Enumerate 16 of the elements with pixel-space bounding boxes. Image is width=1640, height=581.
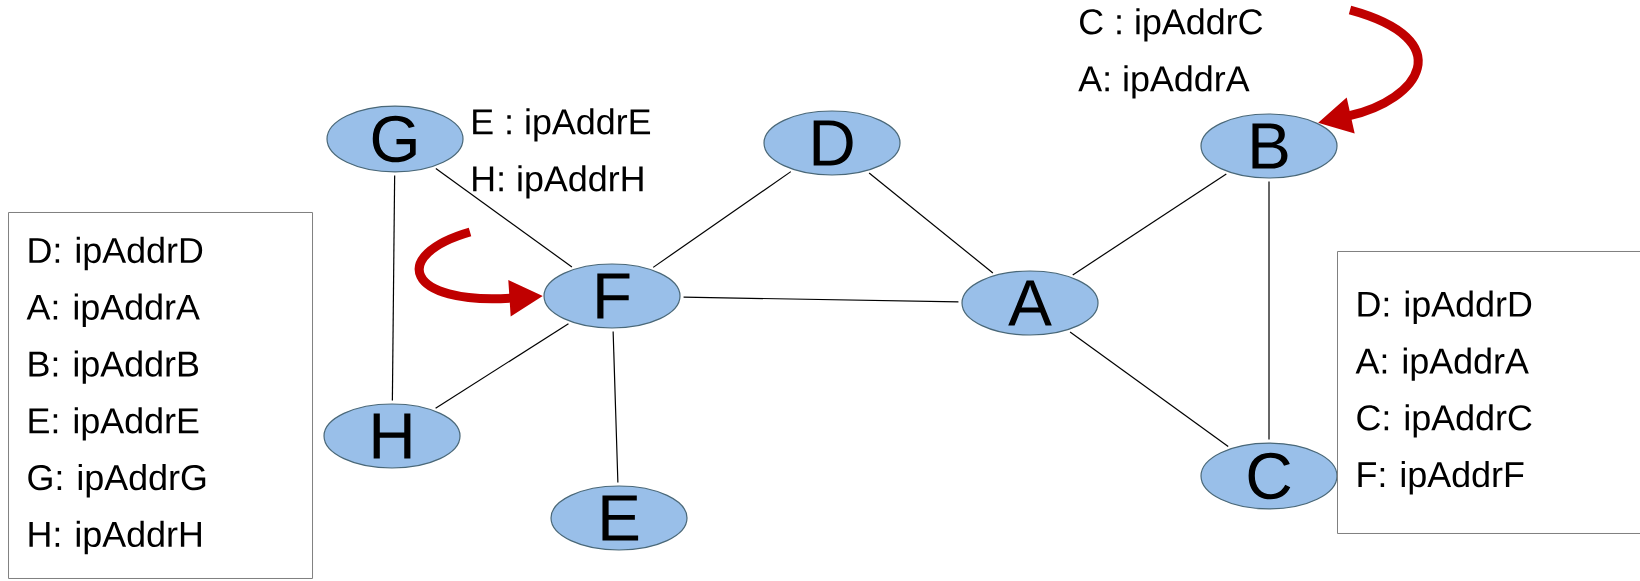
link-line (1072, 173, 1227, 276)
link-line (1069, 331, 1229, 448)
link-line (652, 171, 792, 268)
link-line (391, 174, 396, 401)
link-line (1268, 181, 1270, 441)
link-line (682, 296, 960, 303)
link-line (868, 172, 994, 274)
table-text: H: ipAddrH (473, 165, 643, 199)
table-text: E : ipAddrE (473, 108, 651, 142)
link-line (435, 167, 573, 268)
link-line (435, 323, 570, 409)
routing-table: D: ipAddrD A: ipAddrA B: ipAddrB E: ipAddrE G: ipAddrG H: ipAddrH (8, 212, 313, 579)
link-line (612, 331, 619, 483)
table-text: A: ipAddrA (1078, 65, 1250, 99)
routing-table: D: ipAddrD A: ipAddrA C: ipAddrC F: ipAddrF (1337, 251, 1640, 534)
table-text: C : ipAddrC (1080, 8, 1263, 42)
